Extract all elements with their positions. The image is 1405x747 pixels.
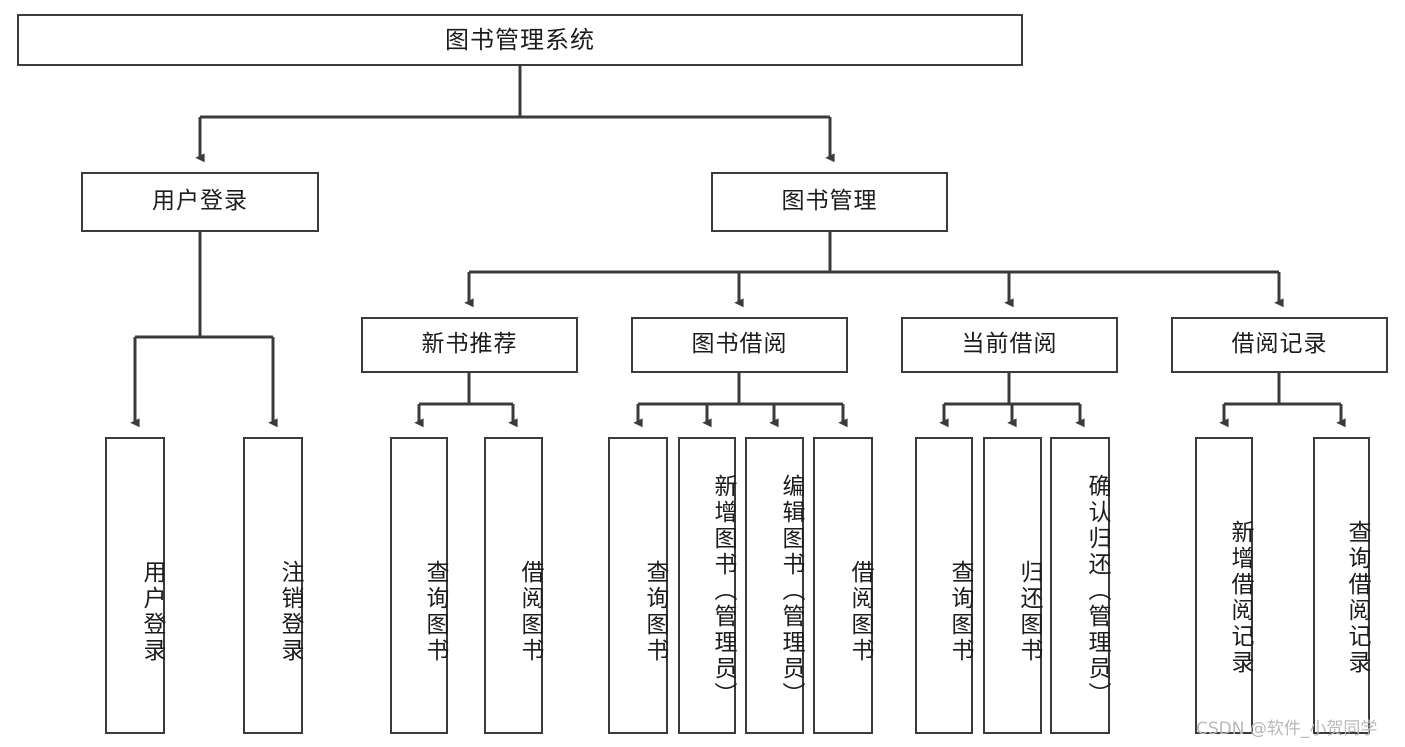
node-label: 新书推荐 (421, 331, 518, 358)
node-label: 查询图书 (422, 559, 448, 664)
node-new-book-rec[interactable]: 新书推荐 (361, 317, 578, 373)
node-label: 借阅记录 (1231, 331, 1328, 358)
node-root[interactable]: 图书管理系统 (17, 14, 1023, 66)
node-label: 图书管理 (781, 188, 878, 215)
node-label: 确认归还（管理员） (1084, 473, 1110, 708)
node-label: 借阅图书 (517, 559, 543, 664)
node-label: 查询图书 (642, 559, 668, 664)
node-book-borrow[interactable]: 图书借阅 (631, 317, 848, 373)
node-label: 注销登录 (277, 559, 303, 664)
node-leaf-rec-query-book[interactable]: 查询图书 (390, 437, 448, 734)
node-leaf-cur-confirm-return[interactable]: 确认归还（管理员） (1050, 437, 1110, 734)
node-label: 用户登录 (152, 188, 248, 215)
node-leaf-logout[interactable]: 注销登录 (243, 437, 303, 734)
node-label: 图书借阅 (691, 331, 788, 358)
node-label: 归还图书 (1016, 559, 1042, 664)
node-leaf-borrow-borrow-book[interactable]: 借阅图书 (813, 437, 873, 734)
node-label: 新增图书（管理员） (710, 473, 736, 708)
node-label: 用户登录 (139, 559, 165, 664)
node-label: 借阅图书 (847, 559, 873, 664)
node-leaf-cur-return-book[interactable]: 归还图书 (983, 437, 1042, 734)
node-leaf-borrow-edit-book[interactable]: 编辑图书（管理员） (745, 437, 804, 734)
node-leaf-borrow-query-book[interactable]: 查询图书 (608, 437, 668, 734)
node-current-borrow[interactable]: 当前借阅 (901, 317, 1118, 373)
node-leaf-cur-query-book[interactable]: 查询图书 (915, 437, 973, 734)
node-leaf-rec-borrow-book[interactable]: 借阅图书 (484, 437, 543, 734)
node-label: 图书管理系统 (445, 25, 595, 54)
node-leaf-user-login[interactable]: 用户登录 (105, 437, 165, 734)
node-user-login[interactable]: 用户登录 (81, 172, 319, 232)
node-leaf-rec-query-record[interactable]: 查询借阅记录 (1313, 437, 1370, 734)
node-label: 查询借阅记录 (1344, 519, 1370, 676)
node-label: 当前借阅 (961, 331, 1058, 358)
node-label: 编辑图书（管理员） (778, 473, 804, 708)
node-book-manage[interactable]: 图书管理 (711, 172, 948, 232)
node-leaf-rec-add-record[interactable]: 新增借阅记录 (1195, 437, 1253, 734)
csdn-watermark: CSDN @软件_小贺同学 (1196, 719, 1378, 739)
node-label: 查询图书 (947, 559, 973, 664)
node-leaf-borrow-add-book[interactable]: 新增图书（管理员） (678, 437, 736, 734)
node-borrow-record[interactable]: 借阅记录 (1171, 317, 1388, 373)
node-label: 新增借阅记录 (1227, 519, 1253, 676)
